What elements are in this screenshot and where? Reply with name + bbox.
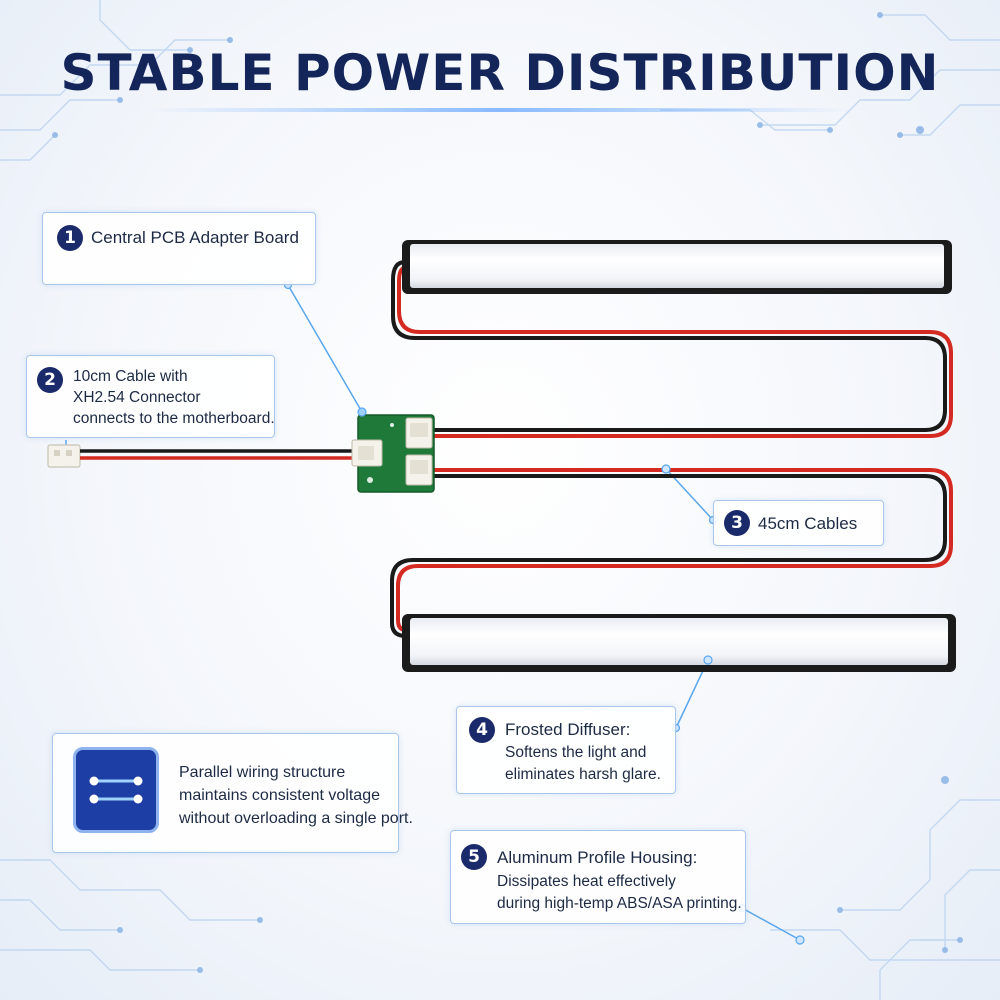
callout-title: Frosted Diffuser:	[505, 720, 631, 739]
callout-frosted-diffuser: 4 Frosted Diffuser: Softens the light an…	[456, 706, 676, 794]
pcb-adapter-board	[351, 414, 435, 493]
callout-line: during high-temp ABS/ASA printing.	[497, 895, 742, 912]
parallel-wiring-info: Parallel wiring structure maintains cons…	[52, 733, 413, 853]
callout-pcb-adapter: 1 Central PCB Adapter Board	[42, 212, 316, 285]
callout-number: 4	[469, 717, 495, 743]
info-line: maintains consistent voltage	[179, 787, 380, 804]
callout-line: eliminates harsh glare.	[505, 766, 661, 783]
callout-title: Aluminum Profile Housing:	[497, 848, 698, 867]
info-line: without overloading a single port.	[179, 810, 413, 827]
page-title: STABLE POWER DISTRIBUTION	[60, 44, 940, 102]
title-underline-glow	[150, 108, 850, 112]
callout-number: 5	[461, 844, 487, 870]
callout-line: 10cm Cable with	[73, 368, 188, 385]
light-bar-top	[402, 240, 952, 294]
callout-line: Dissipates heat effectively	[497, 873, 676, 890]
callout-number: 1	[57, 225, 83, 251]
callout-45cm-cables: 3 45cm Cables	[713, 500, 884, 546]
xh254-connector	[47, 444, 81, 468]
callout-line: Softens the light and	[505, 744, 647, 761]
info-line: Parallel wiring structure	[179, 764, 346, 781]
light-bar-bottom	[402, 614, 956, 672]
callout-aluminum-housing: 5 Aluminum Profile Housing: Dissipates h…	[450, 830, 746, 924]
callout-line: connects to the motherboard.	[73, 410, 275, 427]
callout-title: 45cm Cables	[758, 514, 858, 533]
callout-10cm-cable: 2 10cm Cable with XH2.54 Connector conne…	[26, 355, 275, 438]
callout-title: Central PCB Adapter Board	[91, 228, 299, 247]
callout-line: XH2.54 Connector	[73, 389, 201, 406]
parallel-wiring-icon	[73, 747, 159, 833]
callout-number: 2	[37, 367, 63, 393]
callout-number: 3	[724, 510, 750, 536]
